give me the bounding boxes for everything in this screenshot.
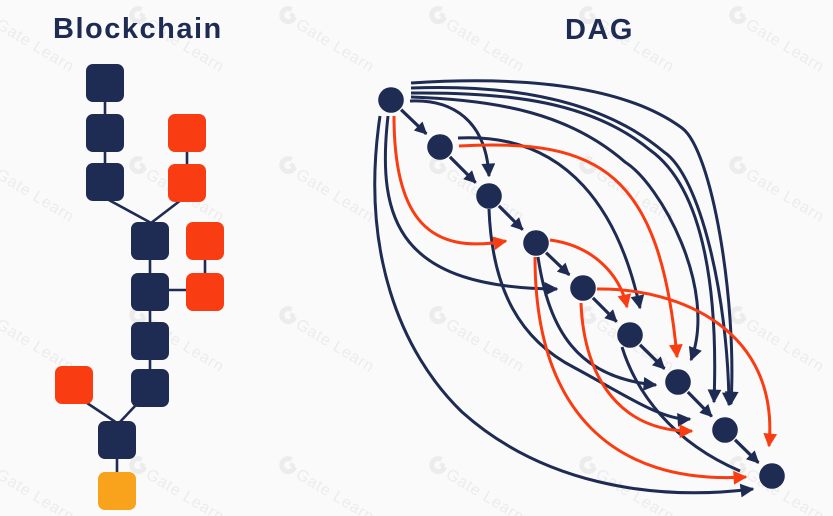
svg-text:Gate Learn: Gate Learn bbox=[743, 466, 827, 516]
svg-text:Gate Learn: Gate Learn bbox=[293, 316, 377, 376]
svg-text:Gate Learn: Gate Learn bbox=[0, 466, 77, 516]
svg-text:Gate Learn: Gate Learn bbox=[293, 16, 377, 76]
svg-text:Gate Learn: Gate Learn bbox=[293, 166, 377, 226]
svg-text:Gate Learn: Gate Learn bbox=[443, 466, 527, 516]
svg-text:Gate Learn: Gate Learn bbox=[293, 466, 377, 516]
svg-text:Gate Learn: Gate Learn bbox=[0, 166, 77, 226]
svg-text:Gate Learn: Gate Learn bbox=[743, 16, 827, 76]
svg-text:Gate Learn: Gate Learn bbox=[443, 316, 527, 376]
svg-text:Gate Learn: Gate Learn bbox=[743, 166, 827, 226]
svg-text:Gate Learn: Gate Learn bbox=[143, 466, 227, 516]
svg-text:Gate Learn: Gate Learn bbox=[443, 16, 527, 76]
